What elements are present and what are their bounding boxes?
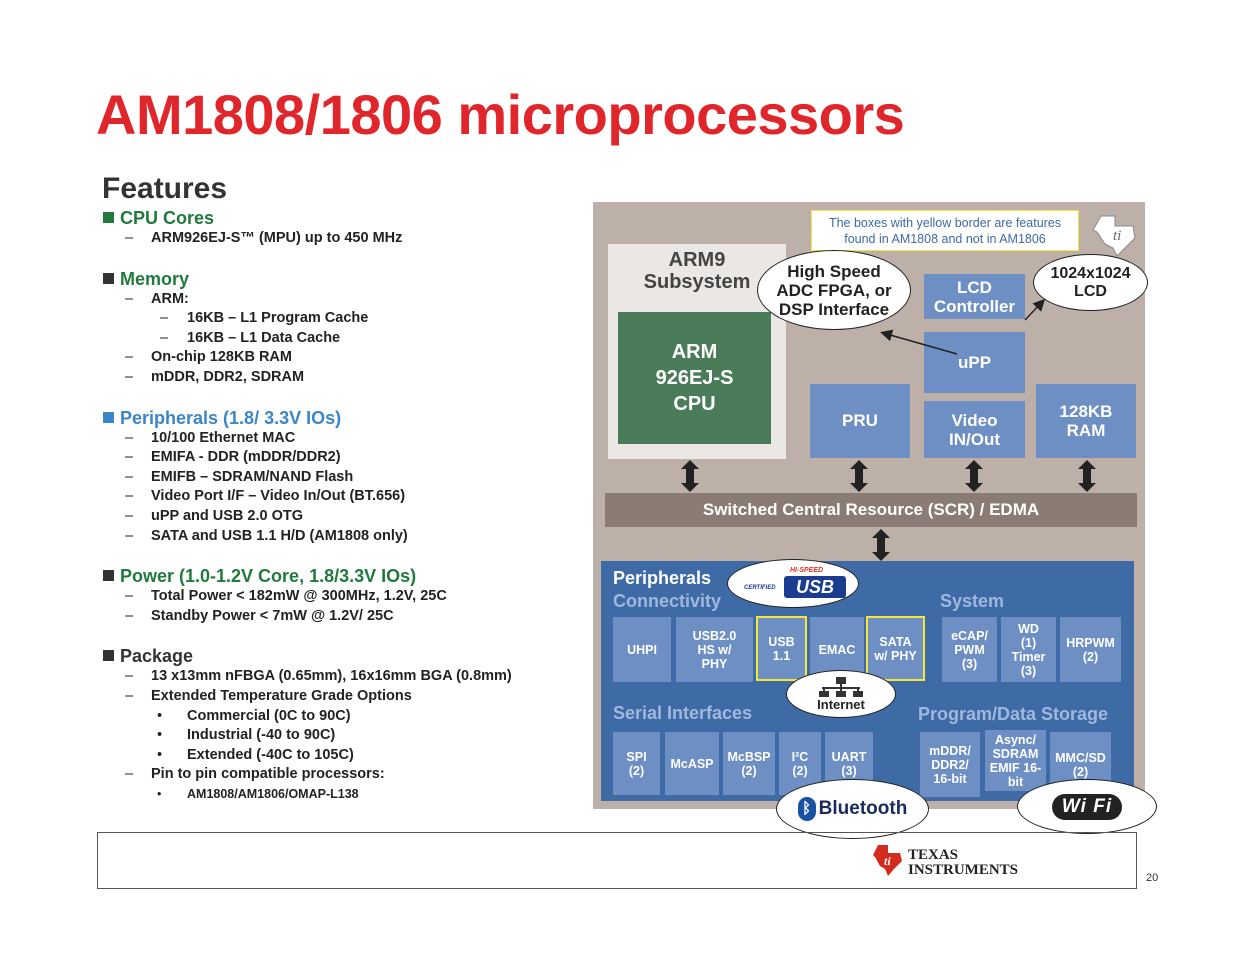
svg-text:ti: ti	[884, 854, 891, 868]
section-package: Package	[103, 646, 573, 667]
connectivity-label: Connectivity	[613, 591, 722, 611]
arm9-subsystem-title: ARM9 Subsystem	[643, 249, 751, 293]
wifi-label: Wi Fi	[1051, 793, 1123, 820]
list-item: 16KB – L1 Program Cache	[103, 309, 573, 329]
page-number: 20	[1146, 872, 1159, 884]
list-item: Video Port I/F – Video In/Out (BT.656)	[103, 487, 573, 507]
legend-note: The boxes with yellow border are feature…	[811, 210, 1079, 251]
section-label: Memory	[120, 268, 190, 289]
bullet-square-icon	[103, 272, 114, 284]
usb-logo: HI-SPEED CERTIFIED USB	[727, 559, 859, 608]
high-speed-interface-callout: High Speed ADC FPGA, or DSP Interface	[757, 250, 911, 330]
ti-logo-icon: ti	[1092, 215, 1136, 257]
lcd-1024-callout: 1024x1024 LCD	[1033, 254, 1148, 311]
features-heading: Features	[102, 172, 228, 205]
section-label: Power (1.0-1.2V Core, 1.8/3.3V IOs)	[120, 566, 417, 587]
internet-logo: Internet	[786, 670, 896, 718]
video-block: Video IN/Out	[924, 401, 1025, 458]
bullet-square-icon	[103, 570, 114, 582]
list-item: uPP and USB 2.0 OTG	[103, 507, 573, 527]
arm-cpu-block: ARM 926EJ-S CPU	[618, 312, 771, 444]
list-item: ARM:	[103, 290, 573, 310]
list-item: Total Power < 182mW @ 300MHz, 1.2V, 25C	[103, 587, 573, 607]
bluetooth-icon: ᛒ	[797, 797, 816, 821]
list-item: EMIFB – SDRAM/NAND Flash	[103, 468, 573, 488]
ti-wordmark-line2: INSTRUMENTS	[908, 862, 1019, 878]
peripherals-title: Peripherals	[613, 568, 712, 588]
wifi-logo: Wi Fi	[1017, 779, 1157, 834]
storage-label: Program/Data Storage	[918, 704, 1109, 724]
usb11-box: USB 1.1	[756, 616, 807, 681]
list-item: mDDR, DDR2, SDRAM	[103, 368, 573, 388]
section-power: Power (1.0-1.2V Core, 1.8/3.3V IOs)	[103, 566, 573, 587]
ecap-pwm-box: eCAP/ PWM (3)	[942, 617, 997, 682]
ti-state-icon: ti	[873, 845, 902, 876]
list-item: EMIFA - DDR (mDDR/DDR2)	[103, 448, 573, 468]
sata-box: SATA w/ PHY	[866, 616, 925, 681]
section-label: Package	[120, 646, 194, 667]
bluetooth-logo: ᛒ Bluetooth	[776, 779, 929, 839]
internet-label: Internet	[817, 697, 865, 712]
list-item: 13 x13mm nFBGA (0.65mm), 16x16mm BGA (0.…	[103, 667, 573, 687]
bullet-square-icon	[103, 212, 114, 223]
connector-arrows	[681, 298, 1096, 623]
list-item: AM1808/AM1806/OMAP-L138	[103, 785, 573, 805]
mcasp-box: McASP	[665, 732, 719, 795]
section-peripherals: Peripherals (1.8/ 3.3V IOs)	[103, 408, 573, 429]
section-cpu: CPU Cores	[103, 208, 573, 229]
bullet-square-icon	[103, 650, 114, 662]
list-item: Extended Temperature Grade Options	[103, 687, 573, 707]
list-item: Standby Power < 7mW @ 1.2V/ 25C	[103, 607, 573, 627]
list-item: Pin to pin compatible processors:	[103, 765, 573, 785]
section-label: Peripherals (1.8/ 3.3V IOs)	[120, 407, 342, 428]
footer-frame	[97, 832, 1137, 889]
list-item: Commercial (0C to 90C)	[103, 707, 573, 727]
bluetooth-label: Bluetooth	[818, 798, 908, 819]
bullet-square-icon	[103, 411, 114, 423]
scr-edma-bar: Switched Central Resource (SCR) / EDMA	[605, 493, 1137, 527]
spi-box: SPI (2)	[613, 732, 660, 795]
emif-box: Async/ SDRAM EMIF 16-bit	[985, 730, 1046, 791]
section-label: CPU Cores	[120, 208, 215, 228]
mddr-box: mDDR/ DDR2/ 16-bit	[920, 732, 980, 797]
usb-logo-main-text: USB	[784, 575, 846, 598]
ram-block: 128KB RAM	[1036, 384, 1136, 458]
page-title: AM1808/1806 microprocessors	[96, 83, 905, 146]
ti-wordmark-line1: TEXAS	[908, 847, 959, 863]
hrpwm-box: HRPWM (2)	[1060, 617, 1121, 682]
list-item: Industrial (-40 to 90C)	[103, 726, 573, 746]
list-item: Extended (-40C to 105C)	[103, 746, 573, 766]
lcd-controller-block: LCD Controller	[924, 274, 1025, 319]
network-icon	[819, 677, 863, 697]
texas-instruments-logo: ti TEXAS INSTRUMENTS	[872, 843, 1019, 879]
svg-text:ti: ti	[1113, 228, 1121, 244]
list-item: On-chip 128KB RAM	[103, 348, 573, 368]
list-item: ARM926EJ-S™ (MPU) up to 450 MHz	[103, 229, 573, 249]
serial-label: Serial Interfaces	[613, 703, 753, 723]
section-memory: Memory	[103, 269, 573, 290]
list-item: 10/100 Ethernet MAC	[103, 429, 573, 449]
pru-block: PRU	[810, 384, 910, 458]
list-item: SATA and USB 1.1 H/D (AM1808 only)	[103, 527, 573, 547]
list-item: 16KB – L1 Data Cache	[103, 329, 573, 349]
system-label: System	[940, 591, 1005, 611]
usb-logo-top-text: HI-SPEED	[790, 566, 824, 574]
uhpi-box: UHPI	[613, 617, 671, 682]
features-list: CPU Cores ARM926EJ-S™ (MPU) up to 450 MH…	[103, 208, 573, 804]
upp-block: uPP	[924, 332, 1025, 393]
wd-timer-box: WD (1) Timer (3)	[1001, 617, 1056, 682]
usb20-box: USB2.0 HS w/ PHY	[676, 617, 753, 682]
usb-logo-mid-text: CERTIFIED	[744, 584, 776, 591]
usb-logo-icon: HI-SPEED CERTIFIED USB	[738, 567, 848, 601]
block-diagram: The boxes with yellow border are feature…	[593, 202, 1157, 839]
mcbsp-box: McBSP (2)	[723, 732, 775, 795]
